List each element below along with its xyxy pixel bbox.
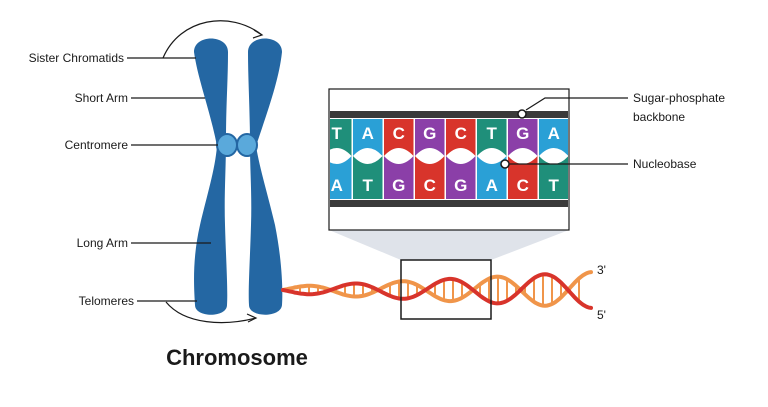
label-sister-chromatids: Sister Chromatids — [29, 51, 124, 65]
chromosome — [194, 38, 283, 315]
bottom-base-letter: A — [486, 176, 498, 195]
top-base-letter: G — [423, 124, 436, 143]
label-telomeres: Telomeres — [79, 294, 134, 308]
top-base-letter: C — [393, 124, 405, 143]
bottom-base-letter: C — [517, 176, 529, 195]
top-base-tile — [508, 119, 538, 156]
backbone-top — [330, 111, 568, 118]
label-3-prime: 3' — [597, 263, 606, 277]
left-lines — [127, 57, 218, 302]
bottom-base-letter: A — [331, 176, 343, 195]
chromatid-left — [194, 38, 228, 315]
centromere-right — [236, 133, 258, 157]
top-base-letter: T — [487, 124, 498, 143]
chromatid-right — [248, 38, 283, 315]
bottom-base-tile — [446, 156, 476, 199]
top-base-tile — [384, 119, 414, 156]
top-base-letter: A — [362, 124, 374, 143]
diagram-title: Chromosome — [166, 345, 308, 370]
bottom-base-tile — [508, 156, 538, 199]
bottom-base-letter: G — [454, 176, 467, 195]
backbone-marker — [517, 109, 527, 119]
top-base-tile — [539, 119, 568, 156]
telomere-arrow — [165, 301, 257, 324]
label-long-arm: Long Arm — [77, 236, 128, 250]
right-lines — [509, 97, 628, 165]
helix-strand-dark — [281, 272, 593, 310]
telomere-arrowhead — [246, 313, 258, 323]
bottom-base-tile — [353, 156, 383, 199]
bottom-base-tile — [539, 156, 568, 199]
label-nucleobase: Nucleobase — [633, 157, 697, 171]
top-base-tile — [330, 119, 352, 156]
bottom-base-tile — [415, 156, 445, 199]
top-base-letter: G — [516, 124, 529, 143]
top-base-tile — [477, 119, 507, 156]
zoom-funnel — [329, 230, 569, 260]
label-sugar-phosphate: Sugar-phosphate — [633, 91, 725, 105]
top-base-letter: T — [332, 124, 343, 143]
sister-arrowhead — [252, 29, 264, 39]
label-5-prime: 5' — [597, 308, 606, 322]
label-short-arm: Short Arm — [75, 91, 128, 105]
centromere-left — [216, 133, 238, 157]
arrows — [162, 20, 264, 324]
dna-helix — [281, 270, 593, 310]
zoom-box — [400, 259, 492, 320]
bottom-base-tile — [477, 156, 507, 199]
bottom-base-letter: G — [392, 176, 405, 195]
top-base-letter: C — [455, 124, 467, 143]
nucleobase-marker — [500, 159, 510, 169]
top-base-letter: A — [548, 124, 560, 143]
bottom-base-letter: T — [363, 176, 374, 195]
label-backbone: backbone — [633, 110, 685, 124]
helix-strand-light — [281, 270, 593, 308]
bottom-base-letter: C — [424, 176, 436, 195]
bottom-base-letter: T — [549, 176, 560, 195]
label-centromere: Centromere — [65, 138, 129, 152]
top-base-tile — [353, 119, 383, 156]
bottom-base-tile — [384, 156, 414, 199]
top-base-tile — [415, 119, 445, 156]
top-base-tile — [446, 119, 476, 156]
sister-arrow — [162, 20, 263, 59]
backbone-bottom — [330, 200, 568, 207]
bottom-base-tile — [330, 156, 352, 199]
